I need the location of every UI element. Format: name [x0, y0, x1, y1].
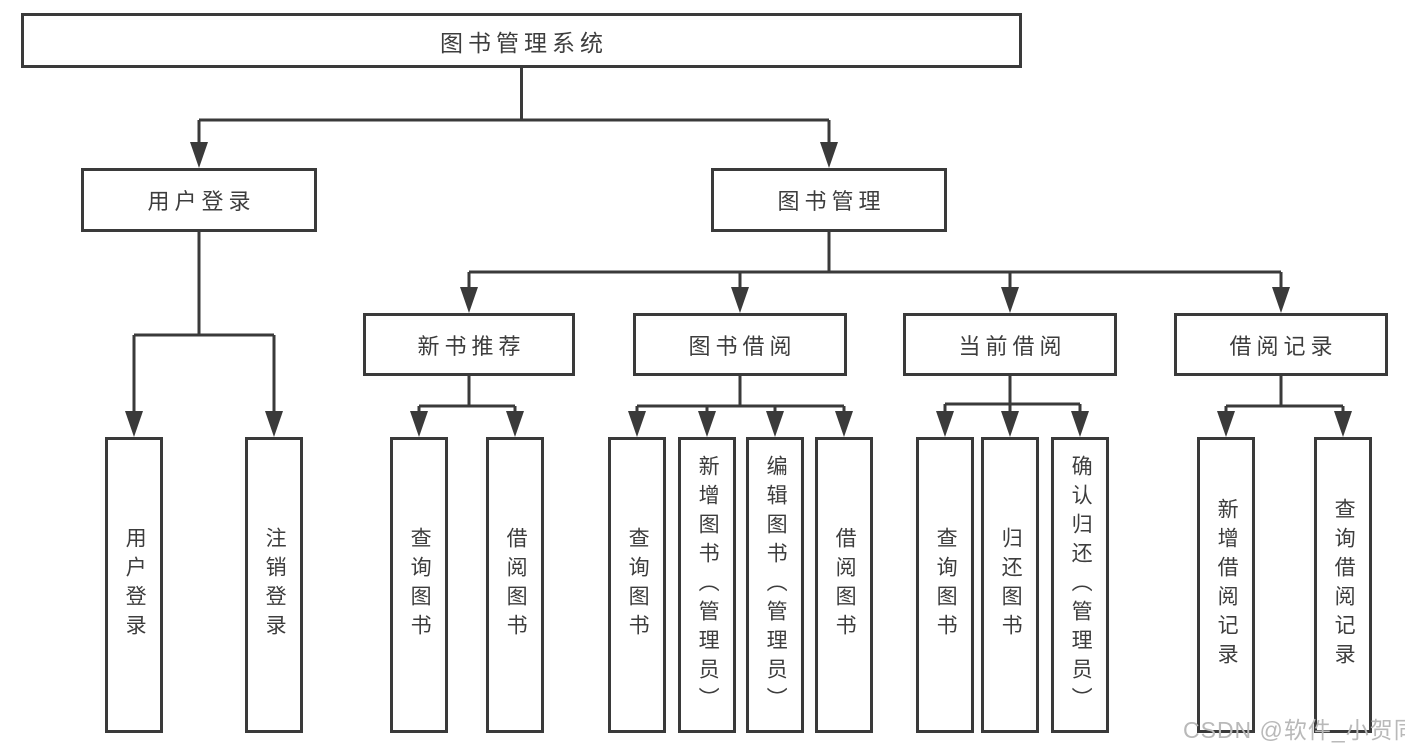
arrow-icon	[1001, 411, 1019, 437]
leaf-borrow-books: 借阅图书	[815, 437, 873, 733]
leaf-query-books-recommend-label: 查询图书	[408, 527, 432, 643]
leaf-query-books-current: 查询图书	[916, 437, 974, 733]
node-current-borrow-label: 当前借阅	[958, 333, 1067, 359]
arrow-icon	[698, 411, 716, 437]
node-user-login: 用户登录	[81, 168, 317, 232]
arrow-icon	[265, 411, 283, 437]
node-root-label: 图书管理系统	[440, 29, 608, 56]
node-current-borrow: 当前借阅	[903, 313, 1117, 376]
arrow-icon	[190, 142, 208, 168]
node-book-borrow-label: 图书借阅	[688, 333, 797, 359]
arrow-icon	[125, 411, 143, 437]
arrow-icon	[936, 411, 954, 437]
node-borrow-records-label: 借阅记录	[1229, 333, 1338, 359]
arrow-icon	[820, 142, 838, 168]
arrow-icon	[628, 411, 646, 437]
leaf-confirm-return-admin: 确认归还（管理员）	[1051, 437, 1109, 733]
leaf-edit-book-admin: 编辑图书（管理员）	[746, 437, 804, 733]
arrow-icon	[1001, 287, 1019, 313]
arrow-icon	[460, 287, 478, 313]
connector-user-login-subtree	[132, 232, 276, 415]
leaf-query-books-borrow: 查询图书	[608, 437, 666, 733]
connector-book-management-rail	[467, 232, 1283, 291]
leaf-add-borrow-record-label: 新增借阅记录	[1215, 498, 1239, 672]
leaf-borrow-books-label: 借阅图书	[833, 527, 857, 643]
leaf-query-borrow-record-label: 查询借阅记录	[1332, 498, 1356, 672]
arrow-icon	[731, 287, 749, 313]
connector-book-borrow-subtree	[635, 376, 846, 415]
arrow-icon	[1272, 287, 1290, 313]
arrowheads	[125, 142, 1352, 437]
leaf-add-book-admin-label: 新增图书（管理员）	[696, 454, 720, 716]
leaf-user-login-label: 用户登录	[123, 527, 147, 643]
connector-new-book-subtree	[417, 376, 517, 415]
arrow-icon	[766, 411, 784, 437]
node-book-borrow: 图书借阅	[633, 313, 847, 376]
arrow-icon	[835, 411, 853, 437]
connector-borrow-records-subtree	[1224, 376, 1345, 415]
leaf-return-book: 归还图书	[981, 437, 1039, 733]
leaf-return-book-label: 归还图书	[999, 527, 1023, 643]
leaf-query-books-recommend: 查询图书	[390, 437, 448, 733]
node-new-book-recommend-label: 新书推荐	[417, 333, 526, 359]
leaf-user-login: 用户登录	[105, 437, 163, 733]
leaf-logout: 注销登录	[245, 437, 303, 733]
connector-current-borrow-subtree	[943, 376, 1082, 415]
leaf-add-borrow-record: 新增借阅记录	[1197, 437, 1255, 733]
arrow-icon	[1217, 411, 1235, 437]
arrow-icon	[410, 411, 428, 437]
leaf-borrow-books-recommend-label: 借阅图书	[504, 527, 528, 643]
arrow-icon	[506, 411, 524, 437]
node-book-management: 图书管理	[711, 168, 947, 232]
node-borrow-records: 借阅记录	[1174, 313, 1388, 376]
leaf-query-books-current-label: 查询图书	[934, 527, 958, 643]
arrow-icon	[1334, 411, 1352, 437]
leaf-query-borrow-record: 查询借阅记录	[1314, 437, 1372, 733]
leaf-edit-book-admin-label: 编辑图书（管理员）	[764, 454, 788, 716]
node-new-book-recommend: 新书推荐	[363, 313, 575, 376]
connector-root-to-level2	[197, 68, 831, 146]
leaf-confirm-return-admin-label: 确认归还（管理员）	[1069, 454, 1093, 716]
arrow-icon	[1071, 411, 1089, 437]
node-user-login-label: 用户登录	[147, 189, 256, 214]
node-book-management-label: 图书管理	[777, 189, 886, 214]
leaf-borrow-books-recommend: 借阅图书	[486, 437, 544, 733]
node-root: 图书管理系统	[21, 13, 1022, 68]
watermark: CSDN @软件_小贺同学	[1183, 717, 1405, 743]
leaf-query-books-borrow-label: 查询图书	[626, 527, 650, 643]
leaf-add-book-admin: 新增图书（管理员）	[678, 437, 736, 733]
leaf-logout-label: 注销登录	[263, 527, 287, 643]
